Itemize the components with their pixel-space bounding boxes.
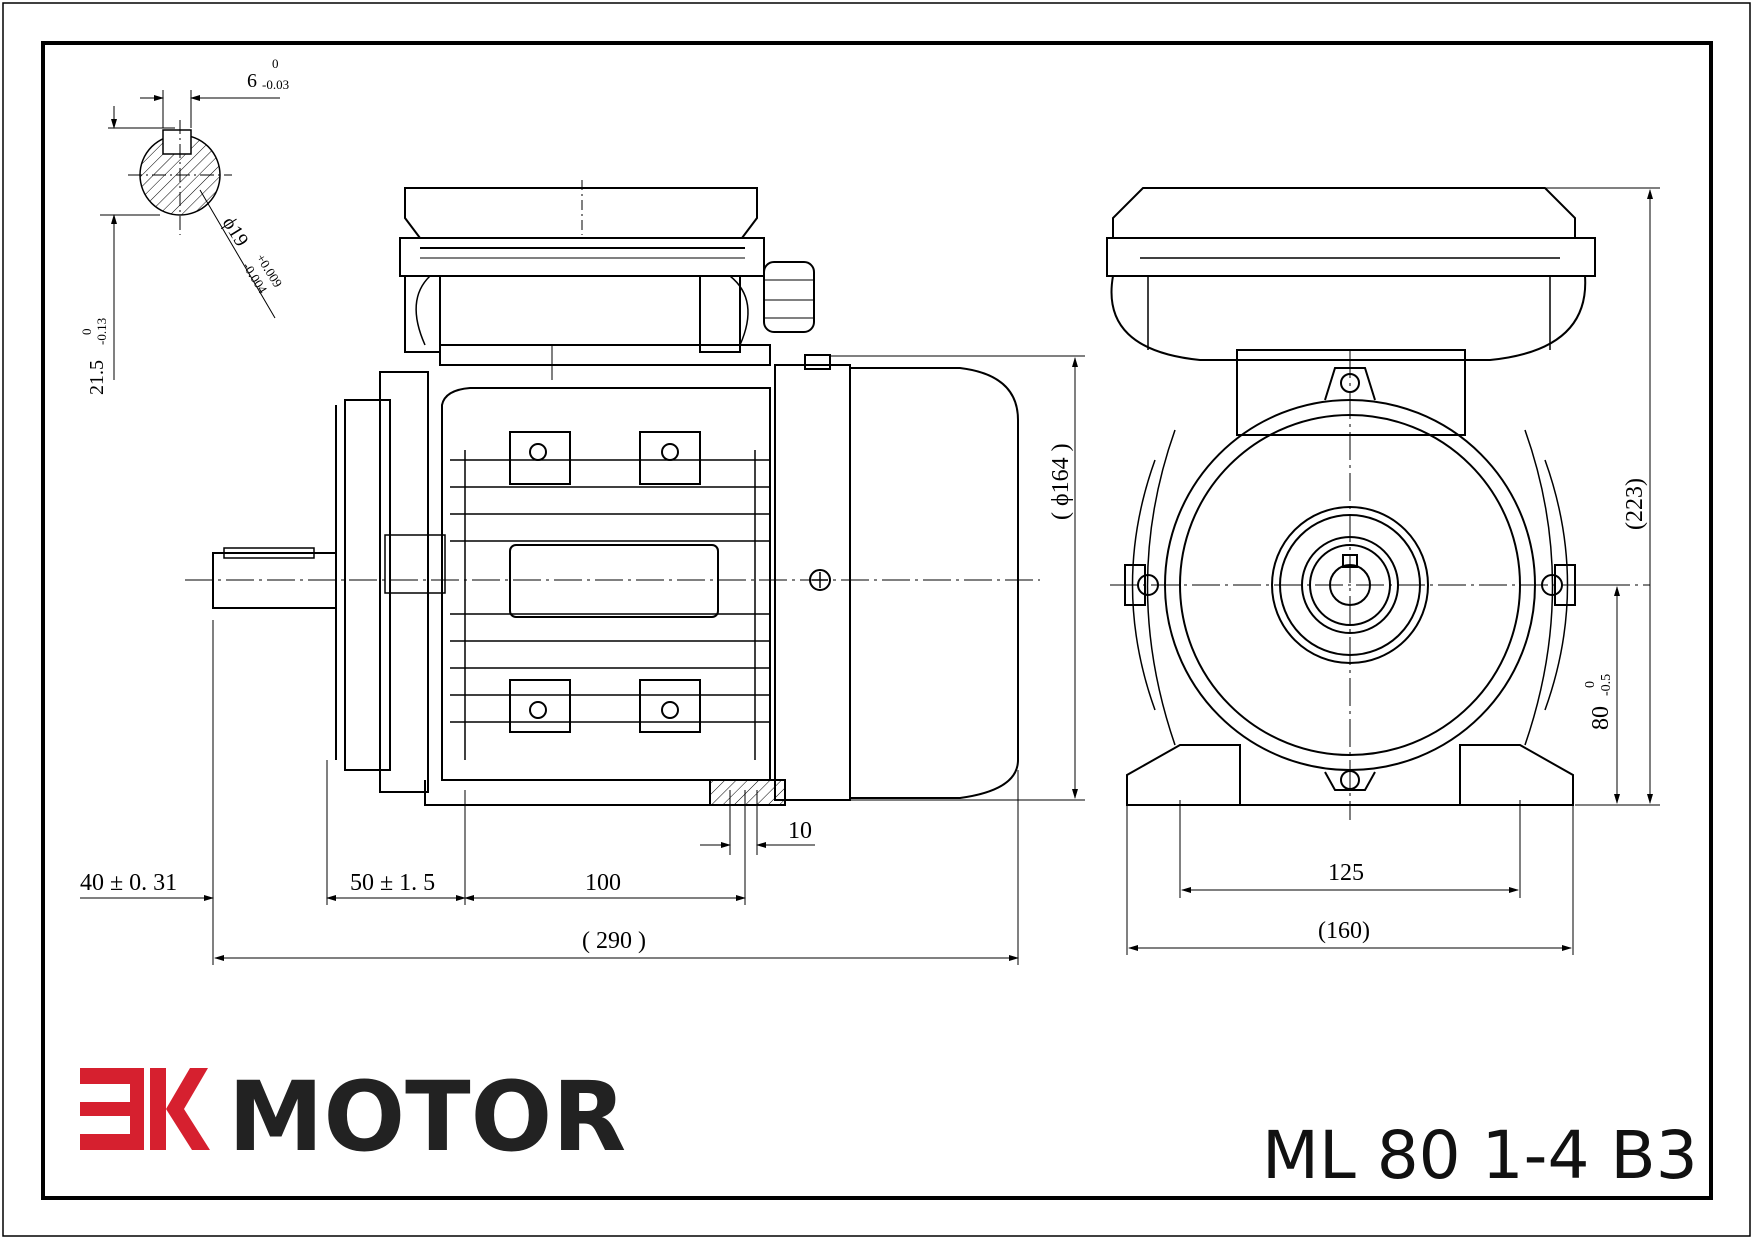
svg-text:80: 80 xyxy=(1588,706,1614,730)
key-width-label: 6 0 -0.03 xyxy=(247,56,289,92)
dim-frame-diameter: ( ϕ164 ) xyxy=(1048,443,1074,520)
dim-overall-height: (223) xyxy=(1622,478,1648,530)
motor-side-view xyxy=(212,187,1019,806)
svg-text:0: 0 xyxy=(79,329,94,336)
terminal-box-front-lid xyxy=(1112,187,1576,239)
front-view-dimensions xyxy=(1126,187,1660,955)
fan-cover xyxy=(850,367,1019,799)
svg-text:ϕ19: ϕ19 xyxy=(218,213,253,251)
svg-text:6: 6 xyxy=(247,70,257,92)
dim-shaft-height: 80 0 -0.5 xyxy=(1583,674,1614,730)
dim-foot-spacing-side: 100 xyxy=(585,870,621,896)
dim-foot-spacing-front: 125 xyxy=(1328,860,1364,886)
mounting-foot-right xyxy=(1459,744,1574,806)
brand-logo-mark xyxy=(80,1068,210,1150)
nameplate xyxy=(509,544,719,618)
dim-flange-to-foot: 50 ± 1. 5 xyxy=(350,870,435,896)
svg-text:-0.03: -0.03 xyxy=(262,77,289,92)
dim-foot-hole: 10 xyxy=(788,818,812,844)
mounting-foot-left xyxy=(1126,744,1241,806)
dim-overall-length: ( 290 ) xyxy=(582,928,646,954)
svg-text:-0.13: -0.13 xyxy=(94,318,109,345)
svg-text:-0.5: -0.5 xyxy=(1599,674,1614,696)
shaft-key-section xyxy=(100,90,280,380)
model-number: ML 80 1-4 B3 xyxy=(1262,1117,1698,1194)
svg-text:0: 0 xyxy=(1583,681,1598,688)
terminal-box-body xyxy=(404,276,741,353)
drawing-frame xyxy=(41,41,1713,1200)
side-view-dimensions xyxy=(80,355,1085,965)
stator-frame xyxy=(441,387,771,781)
key-height-label: 21.5 0 -0.13 xyxy=(79,318,109,395)
svg-text:21.5: 21.5 xyxy=(86,360,108,395)
cable-gland xyxy=(763,261,815,333)
fan-cover-ring xyxy=(774,364,851,801)
front-endshield xyxy=(335,399,391,771)
terminal-box-flange xyxy=(399,237,765,277)
cooling-fins xyxy=(450,450,770,760)
dim-shaft-length: 40 ± 0. 31 xyxy=(80,870,177,896)
brand-name: MOTOR xyxy=(228,1061,626,1173)
svg-text:0: 0 xyxy=(272,56,279,71)
dim-base-width: (160) xyxy=(1318,918,1370,944)
terminal-box-lid xyxy=(404,187,758,239)
motor-front-view xyxy=(1106,187,1596,806)
shaft-diameter-label: ϕ19 +0.009 -0.004 xyxy=(218,213,286,296)
